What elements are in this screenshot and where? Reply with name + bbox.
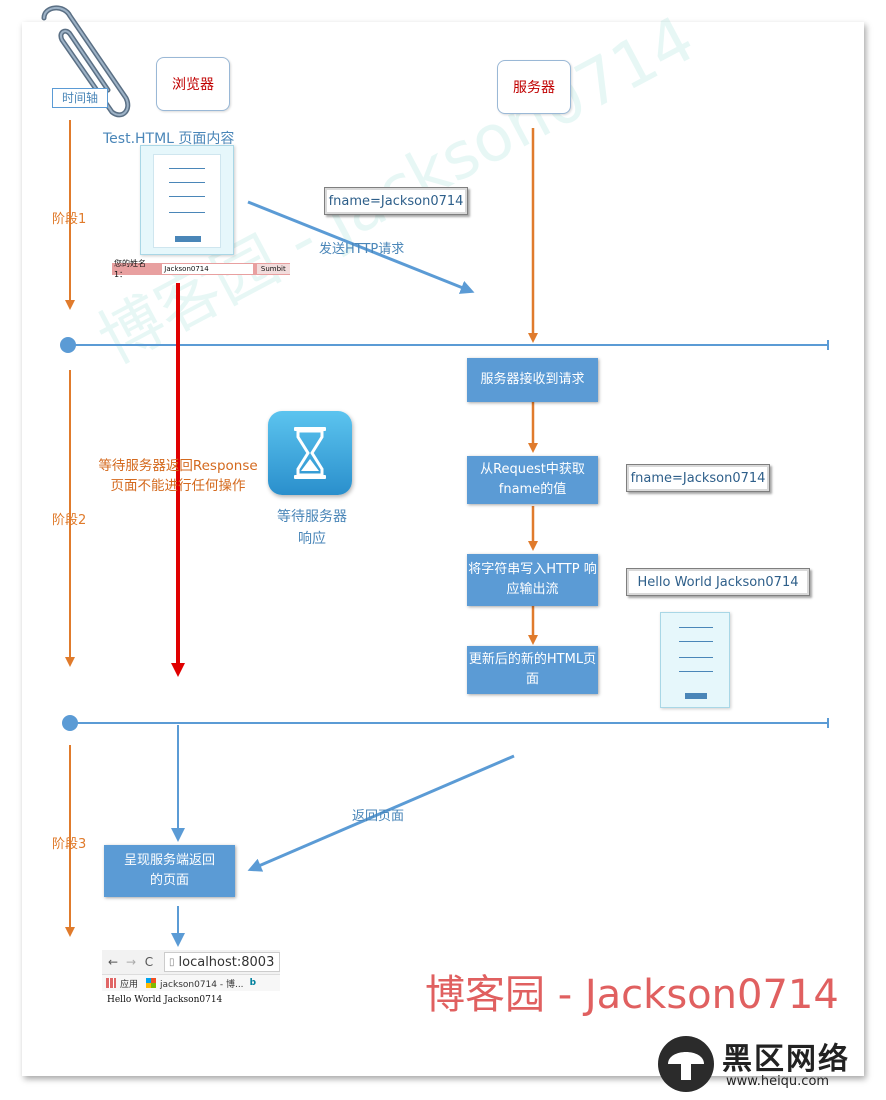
request-param-box: fname=Jackson0714: [324, 187, 468, 215]
fname-value-box: fname=Jackson0714: [626, 464, 770, 492]
server-step-updated-page: 更新后的新的HTML页面: [467, 646, 598, 694]
browser-result-window: ← → C ▯ localhost:8003 应用 jackson0714 - …: [102, 950, 280, 1020]
apps-grid-icon: [106, 978, 116, 988]
heiqu-logo-url: www.heiqu.com: [726, 1074, 830, 1089]
windows-logo-icon: [146, 978, 157, 988]
paperclip-icon: [41, 5, 131, 118]
bing-icon: b: [249, 978, 257, 988]
browser-toolbar: ← → C ▯ localhost:8003: [102, 950, 280, 975]
output-value-box: Hello World Jackson0714: [626, 568, 810, 596]
reload-icon[interactable]: C: [144, 955, 154, 969]
page-content-label: Test.HTML 页面内容: [103, 131, 235, 147]
phase-2-label: 阶段2: [52, 513, 87, 528]
separator-1-dot: [60, 337, 76, 353]
browser-page-content: Hello World Jackson0714: [107, 995, 223, 1005]
server-step-get-fname: 从Request中获取fname的值: [467, 456, 598, 504]
return-page-label: 返回页面: [352, 809, 405, 824]
name-form-input[interactable]: Jackson0714: [162, 264, 253, 274]
apps-bookmark[interactable]: 应用: [120, 979, 139, 990]
browser-actor: 浏览器: [156, 57, 230, 111]
page-icon: ▯: [169, 956, 175, 968]
phase-1-label: 阶段1: [52, 212, 87, 227]
server-wait-note: 等待服务器响应: [277, 509, 347, 547]
send-request-label: 发送HTTP请求: [319, 242, 405, 257]
separator-2-dot: [62, 715, 78, 731]
test-html-document-icon: [140, 145, 234, 255]
phase-3-label: 阶段3: [52, 837, 87, 852]
name-form: 您的姓名1： Jackson0714 Sumbit: [112, 259, 290, 279]
name-form-label: 您的姓名1：: [114, 259, 146, 279]
author-signature: 博客园 - Jackson0714: [425, 972, 839, 1018]
back-icon[interactable]: ←: [107, 955, 119, 969]
hourglass-icon: [268, 411, 352, 495]
heiqu-mushroom-icon: [658, 1036, 714, 1092]
server-step-write-output: 将字符串写入HTTP 响应输出流: [467, 554, 598, 606]
updated-html-document-icon: [660, 612, 730, 708]
address-bar-url: localhost:8003: [178, 954, 275, 970]
heiqu-logo: 黑区网络 www.heiqu.com: [656, 1034, 874, 1094]
render-page-step: 呈现服务端返回的页面: [104, 845, 235, 897]
name-form-submit-button[interactable]: Sumbit: [256, 264, 290, 274]
server-step-receive: 服务器接收到请求: [467, 358, 598, 402]
bookmarks-bar: 应用 jackson0714 - 博... b: [102, 975, 280, 991]
timeline-label: 时间轴: [52, 88, 108, 108]
heiqu-logo-name: 黑区网络: [722, 1042, 850, 1077]
forward-icon[interactable]: →: [125, 955, 137, 969]
browser-wait-note: 等待服务器返回Response页面不能进行任何操作: [98, 458, 258, 494]
return-page-arrow: [247, 754, 515, 872]
blog-bookmark[interactable]: jackson0714 - 博...: [160, 979, 244, 990]
server-actor: 服务器: [497, 60, 571, 114]
send-request-arrow: [247, 200, 475, 294]
address-bar[interactable]: ▯ localhost:8003: [164, 952, 280, 972]
